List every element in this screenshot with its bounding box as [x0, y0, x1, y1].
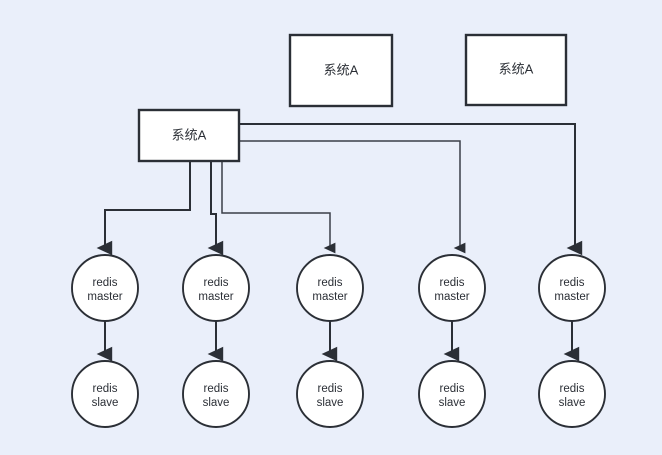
system-node-system-a-main[interactable]: 系统A: [137, 108, 241, 163]
redis-master-node[interactable]: redis master: [71, 254, 139, 322]
redis-slave-label-line2: slave: [439, 397, 466, 409]
redis-master-circle[interactable]: [538, 254, 606, 322]
redis-master-label-line1: redis: [93, 277, 118, 289]
redis-master-node[interactable]: redis master: [538, 254, 606, 322]
system-node-system-a-2[interactable]: 系统A: [288, 33, 394, 108]
redis-master-node[interactable]: redis master: [296, 254, 364, 322]
redis-master-circle[interactable]: [296, 254, 364, 322]
edge-group-system-to-masters: [96, 123, 583, 256]
system-node-system-a-3[interactable]: 系统A: [464, 33, 568, 107]
redis-slave-label-line1: redis: [560, 383, 585, 395]
redis-master-circle[interactable]: [71, 254, 139, 322]
redis-master-label-line2: master: [434, 291, 469, 303]
system-box-label: 系统A: [172, 127, 207, 142]
redis-slave-node[interactable]: redis slave: [71, 360, 139, 428]
edge-main-to-master-2: [207, 161, 224, 256]
system-box-rect[interactable]: [464, 33, 568, 107]
redis-slave-circle[interactable]: [182, 360, 250, 428]
redis-slave-node[interactable]: redis slave: [538, 360, 606, 428]
redis-master-circle[interactable]: [418, 254, 486, 322]
system-box-rect[interactable]: [137, 108, 241, 163]
edge-group-masters-to-slaves: [96, 321, 580, 362]
edge-main-to-master-3: [221, 161, 336, 254]
redis-master-node[interactable]: redis master: [182, 254, 250, 322]
system-box-label: 系统A: [499, 61, 534, 76]
redis-slave-circle[interactable]: [538, 360, 606, 428]
redis-slave-node[interactable]: redis slave: [418, 360, 486, 428]
redis-slave-circle[interactable]: [71, 360, 139, 428]
redis-master-label-line1: redis: [560, 277, 585, 289]
edge-main-to-master-4: [239, 140, 466, 254]
redis-master-circle[interactable]: [182, 254, 250, 322]
edge-main-to-master-5: [239, 123, 583, 256]
redis-slave-label-line2: slave: [92, 397, 119, 409]
redis-slave-circle[interactable]: [418, 360, 486, 428]
redis-slave-label-line2: slave: [317, 397, 344, 409]
redis-slave-label-line1: redis: [440, 383, 465, 395]
redis-slave-label-line1: redis: [93, 383, 118, 395]
redis-master-label-line2: master: [198, 291, 233, 303]
system-box-label: 系统A: [324, 62, 359, 77]
redis-master-node[interactable]: redis master: [418, 254, 486, 322]
redis-slave-node[interactable]: redis slave: [296, 360, 364, 428]
redis-master-label-line1: redis: [318, 277, 343, 289]
redis-slave-label-line1: redis: [204, 383, 229, 395]
redis-slave-circle[interactable]: [296, 360, 364, 428]
redis-master-label-line1: redis: [204, 277, 229, 289]
redis-slave-label-line2: slave: [203, 397, 230, 409]
redis-slave-label-line2: slave: [559, 397, 586, 409]
system-box-rect[interactable]: [288, 33, 394, 108]
redis-master-label-line1: redis: [440, 277, 465, 289]
redis-slave-node[interactable]: redis slave: [182, 360, 250, 428]
redis-slave-label-line1: redis: [318, 383, 343, 395]
edge-main-to-master-1: [96, 161, 191, 256]
redis-master-label-line2: master: [312, 291, 347, 303]
redis-master-label-line2: master: [87, 291, 122, 303]
redis-master-label-line2: master: [554, 291, 589, 303]
